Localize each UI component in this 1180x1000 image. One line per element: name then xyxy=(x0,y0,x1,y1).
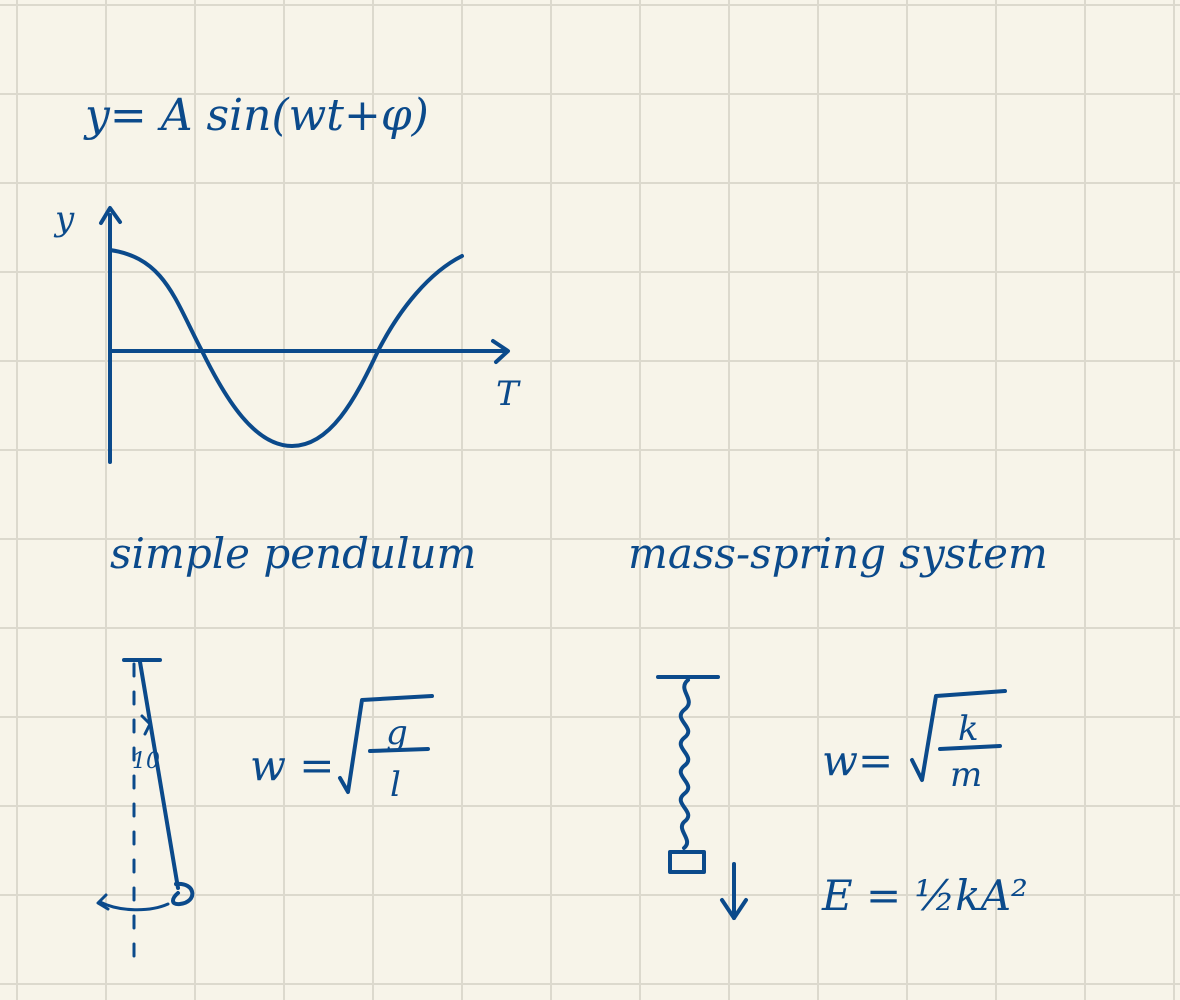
y-axis-label: y xyxy=(53,199,75,239)
swing-arrowhead xyxy=(96,893,110,911)
pendulum-title: simple pendulum xyxy=(110,529,476,578)
cosine-curve xyxy=(108,248,464,448)
pendulum-omega-lhs: w = xyxy=(250,741,335,790)
spring-diagram xyxy=(656,675,748,920)
displacement-arrowhead xyxy=(720,898,748,920)
x-axis-arrowhead xyxy=(491,339,510,364)
pendulum-string xyxy=(138,660,180,890)
pendulum-bob xyxy=(171,881,195,907)
spring-omega-lhs: w= xyxy=(822,736,893,785)
spring-mass-block xyxy=(668,850,706,874)
pendulum-sqrt-sign xyxy=(338,694,434,794)
spring-coil xyxy=(678,678,691,850)
pendulum-fraction-bar xyxy=(368,747,430,753)
pendulum-diagram: 10 xyxy=(96,658,195,960)
y-axis-arrowhead xyxy=(99,206,122,225)
x-axis-label: T xyxy=(496,374,521,414)
pendulum-omega-denominator: l xyxy=(390,765,401,805)
spring-title: mass-spring system xyxy=(628,529,1048,578)
spring-sqrt-sign xyxy=(910,689,1007,782)
pendulum-omega-formula: w = g l xyxy=(250,694,434,805)
wave-equation: y= A sin(wt+φ) xyxy=(83,90,429,141)
spring-energy-formula: E = ½kA² xyxy=(821,871,1028,920)
spring-omega-numerator: k xyxy=(958,709,979,749)
pendulum-omega-numerator: g xyxy=(386,713,408,753)
sine-graph: y T xyxy=(53,199,521,464)
spring-omega-denominator: m xyxy=(950,755,982,795)
spring-omega-formula: w= k m xyxy=(822,689,1007,795)
angle-arc xyxy=(140,714,152,736)
angle-label: 10 xyxy=(132,749,160,774)
swing-arc xyxy=(98,900,170,912)
spring-fraction-bar xyxy=(938,744,1002,751)
